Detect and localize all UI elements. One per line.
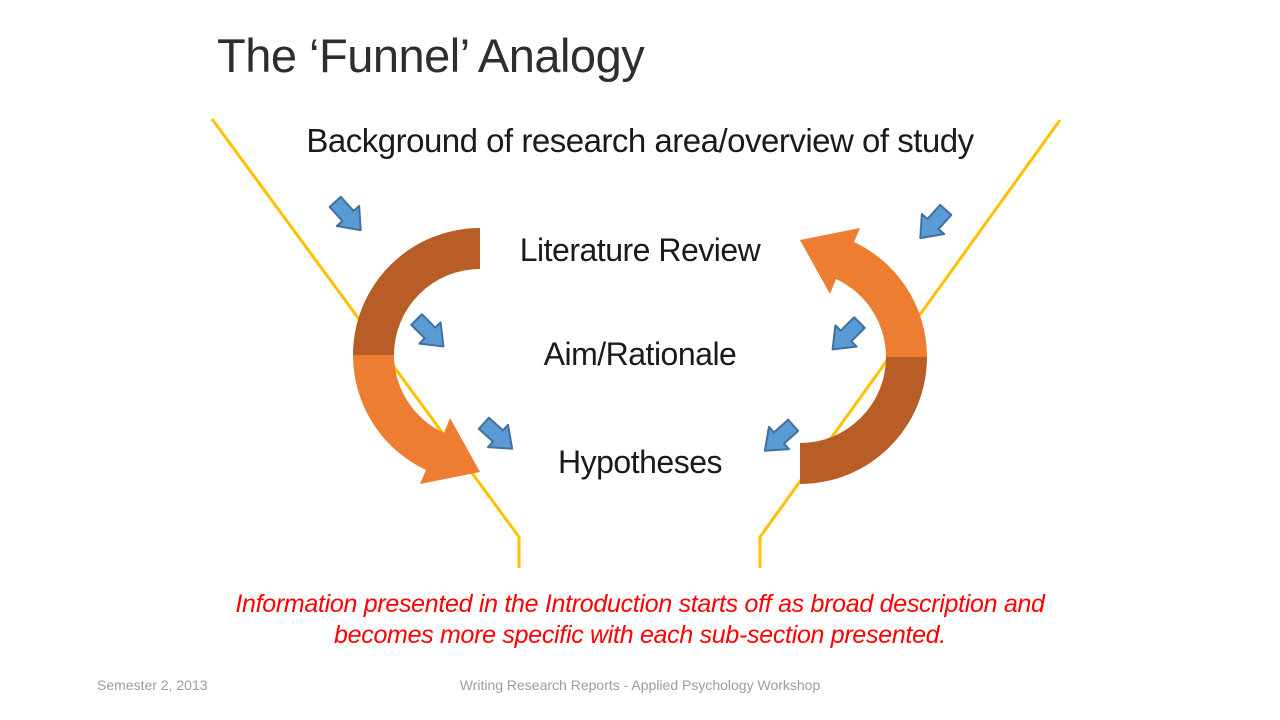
level-label-aim-rationale: Aim/Rationale [543,336,737,372]
funnel-line-right-icon [758,119,1062,568]
curved-arrow-right-icon [800,228,927,484]
slide-title: The ‘Funnel’ Analogy [217,29,645,82]
level-label-literature-review: Literature Review [519,232,761,268]
down-arrow-icon [919,203,953,240]
note-text: Information presented in the Introductio… [0,589,1280,651]
down-arrow-icon [477,416,514,450]
curved-arrow-left-icon [353,228,480,484]
level-label-background: Background of research area/overview of … [306,122,974,159]
down-arrow-icon [763,418,800,452]
note-line-1: Information presented in the Introductio… [235,590,1045,618]
down-arrow-icon [831,316,866,351]
footer-date: Semester 2, 2013 [97,677,208,693]
funnel-line-left-icon [210,118,521,568]
level-label-hypotheses: Hypotheses [558,444,722,480]
footer-title: Writing Research Reports - Applied Psych… [459,677,821,693]
note-line-2: becomes more specific with each sub-sect… [334,621,946,649]
down-arrow-icon [410,313,445,348]
down-arrow-icon [328,195,362,232]
